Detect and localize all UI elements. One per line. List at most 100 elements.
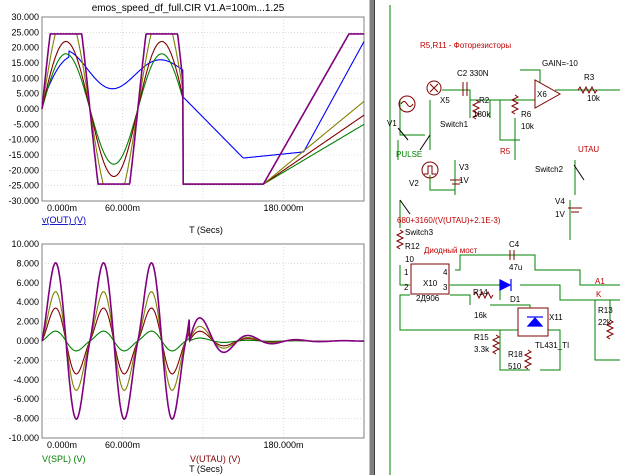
label-c2: C2 330N (457, 69, 489, 78)
label-r12: R12 (405, 242, 420, 251)
x-tick-label: 60.000m (105, 440, 140, 450)
label-pin4: 4 (443, 268, 448, 277)
y-tick-label: 25.000 (11, 27, 39, 37)
label-pin2: 2 (404, 283, 409, 292)
label-r12v: 10 (405, 255, 414, 264)
label-r14v: 16k (474, 311, 488, 320)
y-tick-label: 15.000 (11, 58, 39, 68)
plots-svg[interactable]: emos_speed_df_full.CIR V1.A=100m...1.25 … (0, 0, 369, 475)
y-tick-label: -20.000 (8, 165, 39, 175)
y-tick-label: -15.000 (8, 150, 39, 160)
label-x5: X5 (440, 96, 450, 105)
y-tick-label: 8.000 (16, 258, 39, 268)
schematic-wires (389, 5, 620, 475)
chart-spl-legend-spl[interactable]: V(SPL) (V) (42, 454, 86, 464)
label-x6: X6 (537, 90, 547, 99)
label-r14: R14 (473, 288, 488, 297)
plot-panel[interactable]: emos_speed_df_full.CIR V1.A=100m...1.25 … (0, 0, 369, 475)
label-switch2: Switch2 (535, 165, 564, 174)
chart-spl-legend-utau[interactable]: V(UTAU) (V) (190, 454, 240, 464)
schematic-labels: R5,R11 - Фоторезисторы C2 330N GAIN=-10 … (387, 41, 613, 371)
label-r13: R13 (598, 306, 613, 315)
label-r5: R5 (500, 147, 511, 156)
y-tick-label: -10.000 (8, 135, 39, 145)
label-formula: 680+3160/(V(UTAU)+2.1E-3) (397, 216, 501, 225)
label-v4: V4 (555, 197, 565, 206)
y-tick-label: -30.000 (8, 196, 39, 206)
y-tick-label: 0.000 (16, 104, 39, 114)
label-r18: R18 (508, 350, 523, 359)
label-switch3: Switch3 (405, 228, 434, 237)
label-v3v: 1V (459, 176, 469, 185)
x-tick-label: 0.000m (47, 203, 77, 213)
y-tick-label: -2.000 (13, 355, 39, 365)
y-tick-label: -10.000 (8, 433, 39, 443)
chart-spl-utau[interactable]: 10.0008.0006.0004.0002.0000.000-2.000-4.… (8, 239, 365, 474)
label-r6v: 10k (521, 122, 535, 131)
label-r3v: 10k (587, 94, 601, 103)
y-tick-label: -6.000 (13, 394, 39, 404)
label-gain: GAIN=-10 (542, 59, 578, 68)
y-tick-label: 10.000 (11, 239, 39, 249)
y-tick-label: 5.000 (16, 89, 39, 99)
label-c4v: 47u (509, 263, 522, 272)
y-tick-label: 10.000 (11, 73, 39, 83)
label-pin3: 3 (443, 283, 448, 292)
y-tick-label: -4.000 (13, 375, 39, 385)
series-line (41, 262, 364, 420)
schematic-svg[interactable]: R5,R11 - Фоторезисторы C2 330N GAIN=-10 … (375, 0, 620, 475)
label-r15v: 3.3k (474, 345, 490, 354)
y-tick-label: 20.000 (11, 43, 39, 53)
y-tick-label: -5.000 (13, 119, 39, 129)
chart-vout-y-ticks: 30.000 25.000 20.000 15.000 10.000 5.000 0.000… (8, 12, 39, 206)
splitter-bar[interactable] (369, 0, 375, 475)
label-r5r11: R5,R11 - Фоторезисторы (420, 41, 511, 50)
label-v2: V2 (409, 179, 419, 188)
label-bridge: Диодный мост (424, 246, 478, 255)
schematic-components (395, 79, 615, 370)
label-r13v: 22k (598, 318, 612, 327)
label-r2v: 180k (473, 110, 491, 119)
label-r2: R2 (479, 96, 490, 105)
y-tick-label: -25.000 (8, 181, 39, 191)
label-r6: R6 (521, 110, 532, 119)
label-switch1: Switch1 (440, 120, 469, 129)
series-line (41, 33, 364, 185)
schematic-diodes (499, 279, 544, 327)
x-tick-label: 180.000m (263, 440, 303, 450)
y-tick-label: 2.000 (16, 317, 39, 327)
schematic-switches (397, 127, 585, 215)
label-x10: X10 (423, 279, 438, 288)
chart-vout-legend[interactable]: v(OUT) (V) (42, 215, 86, 225)
chart-spl-y-ticks: 10.0008.0006.0004.0002.0000.000-2.000-4.… (8, 239, 39, 443)
label-d906: 2Д906 (416, 294, 440, 303)
chart-spl-xlabel: T (Secs) (189, 464, 223, 474)
window-title: emos_speed_df_full.CIR V1.A=100m...1.25 (92, 3, 285, 14)
x-tick-label: 0.000m (47, 440, 77, 450)
chart-vout-xlabel: T (Secs) (189, 225, 223, 235)
label-r3: R3 (584, 73, 595, 82)
y-tick-label: -8.000 (13, 414, 39, 424)
label-r15: R15 (474, 333, 489, 342)
label-utau: UTAU (578, 145, 599, 154)
label-x11: X11 (549, 313, 563, 322)
x-tick-label: 60.000m (105, 203, 140, 213)
schematic-panel[interactable]: R5,R11 - Фоторезисторы C2 330N GAIN=-10 … (375, 0, 620, 475)
label-c4: C4 (509, 240, 520, 249)
label-pulse: PULSE (396, 150, 422, 159)
series-line (41, 41, 365, 159)
y-tick-label: 4.000 (16, 297, 39, 307)
label-r18v: 510 (508, 362, 522, 371)
chart-vout-series (41, 33, 365, 185)
label-v1: V1 (387, 119, 397, 128)
label-k: K (596, 290, 602, 299)
y-tick-label: 30.000 (11, 12, 39, 22)
label-tl431: TL431_TI (535, 341, 569, 350)
chart-vout[interactable]: 30.000 25.000 20.000 15.000 10.000 5.000 0.000… (8, 12, 365, 235)
label-v3: V3 (459, 163, 469, 172)
chart-spl-series (41, 262, 364, 420)
y-tick-label: 0.000 (16, 336, 39, 346)
label-pin1: 1 (404, 268, 409, 277)
label-d1: D1 (510, 295, 521, 304)
